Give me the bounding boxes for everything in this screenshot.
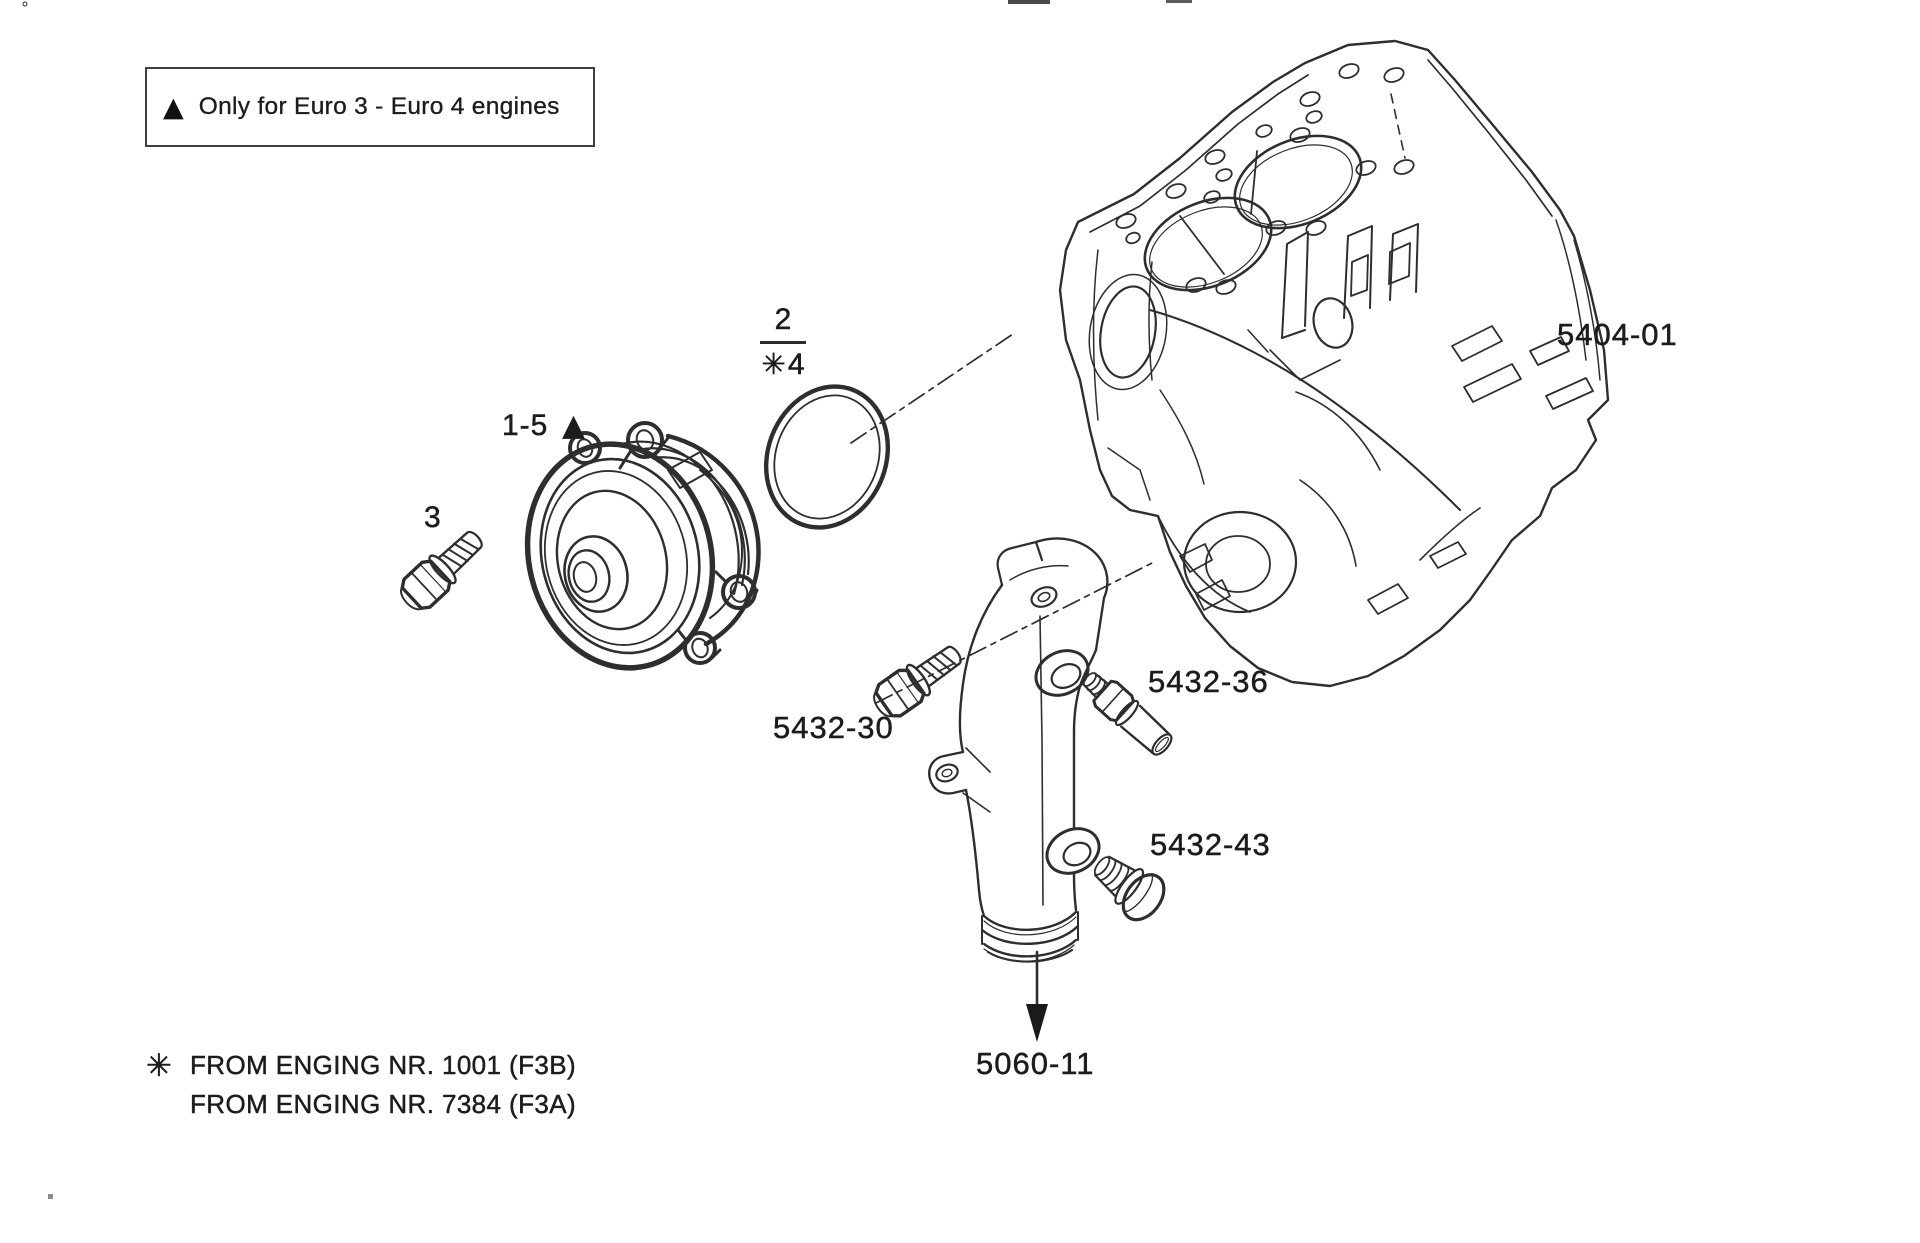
callout-gasket-number: 2 (774, 303, 792, 337)
callout-pipe-5060-11: 5060-11 (976, 1046, 1095, 1081)
fraction-divider (760, 341, 806, 344)
callout-bolt-5432-30: 5432-30 (773, 710, 894, 745)
plug-5432-43-drawing (1093, 855, 1166, 922)
footnote-line-1: FROM ENGING NR. 1001 (F3B) (190, 1050, 577, 1080)
footnote-asterisk-icon: ✳ (146, 1048, 172, 1085)
pump-triangle-icon: ▲ (562, 408, 586, 442)
callout-gasket-alt-number: 4 (787, 348, 805, 382)
legend-triangle-icon: ▲ (163, 91, 184, 123)
centerlines (850, 333, 1153, 704)
legend-text: Only for Euro 3 - Euro 4 engines (198, 93, 560, 120)
footnote-line-2: FROM ENGING NR. 7384 (F3A) (190, 1089, 577, 1119)
bolt-3-drawing (392, 521, 493, 619)
callout-pump-range: 1-5 (502, 409, 549, 442)
callout-pump: 1-5 ▲ (502, 408, 586, 442)
flow-arrow (1026, 950, 1048, 1042)
coolant-pipe-drawing (928, 537, 1109, 963)
callout-sensor-5432-36: 5432-36 (1148, 664, 1269, 699)
water-pump-drawing (524, 421, 761, 671)
callout-bolt-3: 3 (424, 501, 442, 534)
callout-engine-block: 5404-01 (1557, 317, 1678, 352)
callout-plug-5432-43: 5432-43 (1150, 827, 1271, 862)
sensor-5432-36-drawing (1082, 672, 1173, 756)
engine-block-drawing (1058, 39, 1610, 688)
legend-box: ▲ Only for Euro 3 - Euro 4 engines (145, 67, 595, 147)
callout-gasket: 2 ✳4 (744, 303, 822, 382)
asterisk-icon: ✳ (761, 347, 786, 382)
scan-artifacts (22, 0, 1192, 1199)
gasket-drawing (763, 384, 891, 530)
